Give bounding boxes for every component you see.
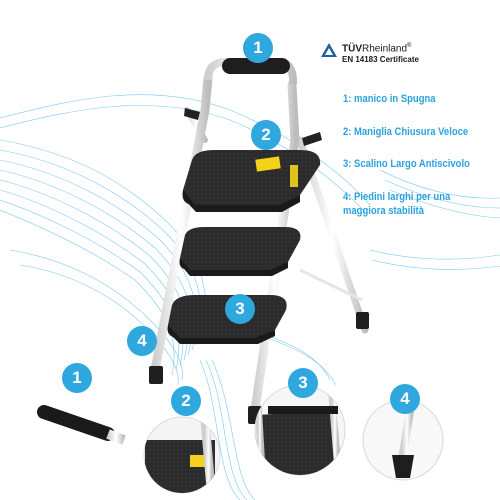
feature-3: 3: Scalino Largo Antiscivolo	[343, 158, 470, 170]
feature-4: 4: Piedini larghi per una maggiora stabi…	[343, 191, 451, 217]
detail-handle	[37, 405, 126, 445]
triangle-logo-icon	[321, 43, 337, 57]
feature-1: 1: manico in Spugna	[343, 93, 436, 105]
cert-brand-bold: TÜV	[342, 43, 362, 55]
step-ladder	[149, 58, 369, 424]
foot-front-left	[149, 366, 163, 384]
tuv-certification: TÜVRheinland® EN 14183 Certificate	[320, 40, 490, 65]
foam-handle-grip	[222, 58, 290, 74]
badge-step: 3	[225, 294, 255, 324]
step-label-sticker	[255, 156, 281, 172]
badge-handle: 1	[243, 33, 273, 63]
badge-foot: 4	[127, 326, 157, 356]
detail-badge-3: 3	[288, 368, 318, 398]
decorative-wave-lines	[0, 94, 500, 500]
detail-badge-2: 2	[171, 386, 201, 416]
detail-wide-step	[254, 384, 346, 476]
cert-brand: Rheinland	[362, 43, 408, 55]
cert-standard: EN 14183 Certificate	[342, 55, 419, 65]
feature-2: 2: Maniglia Chiusura Veloce	[343, 126, 469, 138]
badge-lever: 2	[251, 120, 281, 150]
detail-badge-4: 4	[390, 384, 420, 414]
detail-closing-lever	[143, 416, 221, 494]
detail-badge-1: 1	[62, 363, 92, 393]
foot-rear	[356, 312, 369, 329]
cert-registered: ®	[407, 43, 412, 49]
